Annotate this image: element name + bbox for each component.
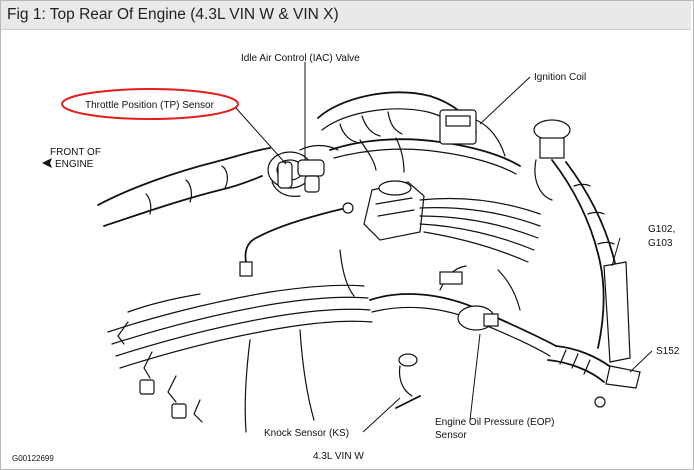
- label-g102: G102,: [648, 224, 675, 235]
- label-eop-sensor-line2: Sensor: [435, 430, 467, 441]
- label-tp-sensor: Throttle Position (TP) Sensor: [85, 100, 215, 111]
- figure-title: Fig 1: Top Rear Of Engine (4.3L VIN W & …: [7, 6, 339, 23]
- leader-lines: [235, 62, 653, 433]
- engine-illustration: [97, 91, 641, 433]
- label-engine: ENGINE: [55, 159, 94, 170]
- highlight-ellipse: [61, 88, 239, 120]
- figure-id: G00122699: [12, 454, 54, 463]
- label-eop-sensor-line1: Engine Oil Pressure (EOP): [435, 417, 555, 428]
- label-s152: S152: [656, 346, 680, 357]
- label-iac-valve: Idle Air Control (IAC) Valve: [241, 53, 360, 64]
- front-arrow-icon: [42, 158, 52, 168]
- label-front-of: FRONT OF: [50, 147, 101, 158]
- label-ignition-coil: Ignition Coil: [534, 72, 586, 83]
- label-g103: G103: [648, 238, 673, 249]
- figure-caption: 4.3L VIN W: [313, 451, 364, 462]
- label-knock-sensor: Knock Sensor (KS): [264, 428, 349, 439]
- figure-title-bar: Fig 1: Top Rear Of Engine (4.3L VIN W & …: [1, 1, 691, 30]
